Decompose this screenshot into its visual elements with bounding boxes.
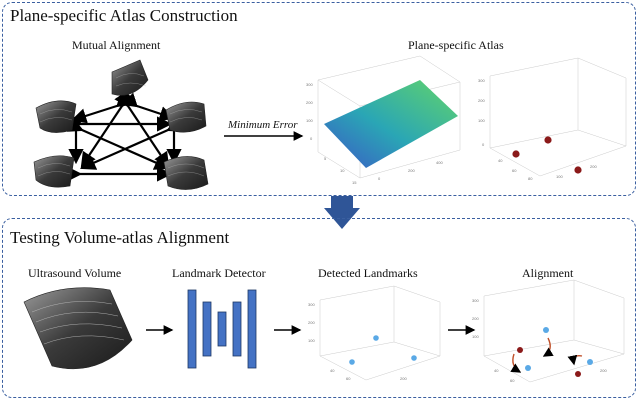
svg-text:60: 60 <box>346 376 351 381</box>
svg-text:300: 300 <box>306 82 313 87</box>
svg-text:15: 15 <box>352 180 357 185</box>
svg-text:40: 40 <box>494 368 499 373</box>
rotation-arrows <box>510 337 583 373</box>
detected-points <box>349 335 417 365</box>
svg-text:60: 60 <box>510 378 515 383</box>
detected-point <box>411 355 417 361</box>
svg-text:40: 40 <box>498 158 503 163</box>
svg-text:40: 40 <box>330 368 335 373</box>
detected-point <box>349 359 355 365</box>
svg-text:0: 0 <box>310 136 313 141</box>
atlas-scatter-plot <box>489 57 627 177</box>
atlas-point <box>574 166 582 174</box>
surface-ticks: 300 200 100 0 5 10 15 0 200 400 <box>306 82 443 185</box>
svg-text:5: 5 <box>324 156 327 161</box>
svg-text:100: 100 <box>556 174 563 179</box>
atlas-construction-panel <box>2 2 636 196</box>
svg-text:200: 200 <box>590 164 597 169</box>
svg-text:200: 200 <box>478 98 485 103</box>
ultrasound-volume-image <box>23 287 133 370</box>
atlas-points <box>512 136 582 174</box>
atlas-construction-title: Plane-specific Atlas Construction <box>10 6 238 25</box>
svg-text:200: 200 <box>472 316 479 321</box>
detected-point <box>543 327 549 333</box>
svg-text:200: 200 <box>306 100 313 105</box>
svg-text:10: 10 <box>340 168 345 173</box>
aligned-atlas-points <box>517 347 581 377</box>
aligned-detected-points <box>525 327 593 371</box>
svg-text:200: 200 <box>600 368 607 373</box>
svg-text:0: 0 <box>378 176 381 181</box>
volume-alignment-title: Testing Volume-atlas Alignment <box>10 228 230 247</box>
svg-text:60: 60 <box>512 168 517 173</box>
alignment-plot <box>483 279 625 383</box>
volume-alignment-panel <box>2 218 636 398</box>
atlas-point <box>517 347 523 353</box>
svg-text:0: 0 <box>482 142 485 147</box>
ultrasound-volume-label: Ultrasound Volume <box>28 266 122 280</box>
alignment-label: Alignment <box>522 266 574 280</box>
minimum-error-label: Minimum Error <box>228 119 298 131</box>
svg-text:100: 100 <box>308 338 315 343</box>
alignment-edges <box>66 90 184 182</box>
svg-text:300: 300 <box>472 298 479 303</box>
svg-text:100: 100 <box>478 118 485 123</box>
detected-landmarks-plot <box>319 285 441 381</box>
atlas-point <box>512 150 520 158</box>
atlas-point <box>575 371 581 377</box>
svg-text:80: 80 <box>528 176 533 181</box>
detected-landmarks-label: Detected Landmarks <box>318 266 418 280</box>
detected-point <box>587 359 593 365</box>
svg-text:300: 300 <box>308 302 315 307</box>
detected-point <box>525 365 531 371</box>
landmark-detector-label: Landmark Detector <box>172 266 266 280</box>
atlas-point <box>544 136 552 144</box>
error-surface <box>324 80 458 168</box>
plane-specific-atlas-label: Plane-specific Atlas <box>408 38 504 52</box>
mutual-alignment-label: Mutual Alignment <box>72 38 161 52</box>
svg-text:300: 300 <box>478 78 485 83</box>
svg-text:100: 100 <box>306 118 313 123</box>
svg-text:200: 200 <box>400 376 407 381</box>
svg-text:400: 400 <box>436 160 443 165</box>
scatter-ticks: 300 200 100 0 40 60 80 100 200 <box>478 78 597 181</box>
connector-arrow <box>324 196 360 229</box>
svg-text:200: 200 <box>308 320 315 325</box>
detected-point <box>373 335 379 341</box>
svg-text:100: 100 <box>472 334 479 339</box>
detector-network <box>187 289 257 369</box>
svg-text:200: 200 <box>408 168 415 173</box>
